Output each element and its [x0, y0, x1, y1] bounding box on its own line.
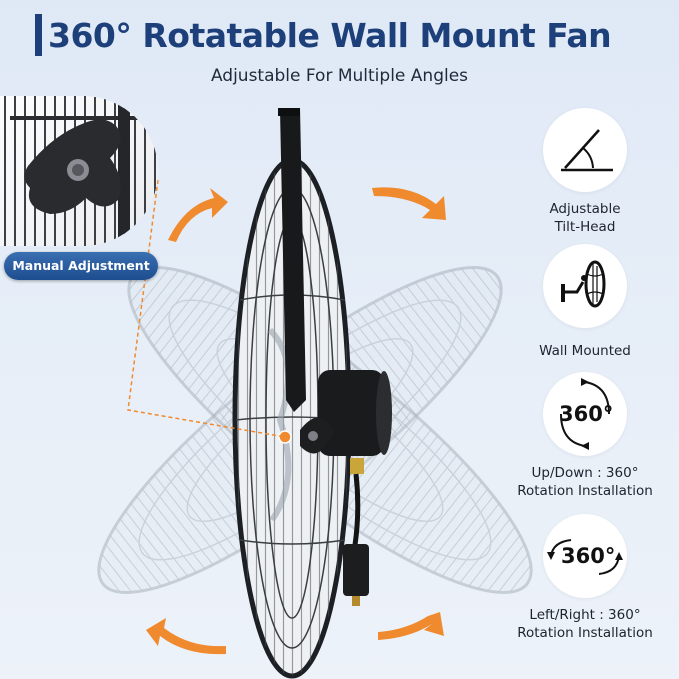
feature-wall-mounted: Wall Mounted	[500, 244, 670, 360]
manual-adjustment-badge: Manual Adjustment	[4, 252, 158, 280]
page-title: 360° Rotatable Wall Mount Fan	[48, 15, 612, 55]
feature-label-1: Left/Right : 360°	[529, 607, 641, 623]
feature-label-1: Wall Mounted	[539, 343, 631, 359]
feature-up-down-rotation: 360° Up/Down : 360° Rotation Installatio…	[500, 372, 670, 500]
feature-tilt-head: Adjustable Tilt-Head	[500, 108, 670, 236]
rotate-vertical-icon	[560, 378, 610, 450]
feature-label-2: Rotation Installation	[517, 483, 653, 499]
feature-label-2: Rotation Installation	[517, 625, 653, 641]
knob-closeup-inset	[0, 96, 158, 246]
feature-circle	[543, 244, 627, 328]
title-accent-bar	[35, 14, 42, 56]
rotation-arrows	[146, 187, 446, 655]
rotate-horizontal-icon	[547, 539, 623, 575]
feature-label-2: Tilt-Head	[554, 219, 616, 235]
tilt-angle-icon	[561, 129, 613, 172]
feature-label-1: Adjustable	[549, 201, 621, 217]
wall-fan-icon	[561, 260, 606, 308]
feature-circle	[543, 108, 627, 192]
knob-marker-dot	[278, 430, 292, 444]
feature-label-1: Up/Down : 360°	[531, 465, 639, 481]
page-subtitle: Adjustable For Multiple Angles	[210, 66, 469, 86]
main-fan-guard	[232, 157, 352, 679]
adjustment-knob	[300, 417, 333, 454]
rotate-horizontal-label: 360°	[561, 544, 616, 568]
feature-circle: 360°	[543, 372, 627, 456]
rotate-vertical-label: 360°	[559, 402, 614, 426]
mount-bracket	[280, 108, 306, 412]
title-block: 360° Rotatable Wall Mount Fan	[35, 14, 612, 56]
fan-motor	[318, 370, 392, 606]
feature-left-right-rotation: 360° Left/Right : 360° Rotation Installa…	[500, 514, 670, 642]
feature-circle: 360°	[543, 514, 627, 598]
